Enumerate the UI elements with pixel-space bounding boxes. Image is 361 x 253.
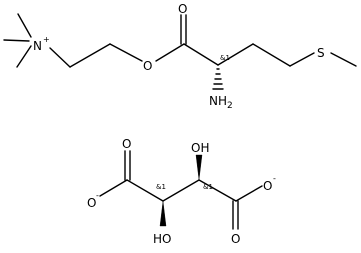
wedge-bond-top-oh: [195, 154, 203, 181]
right-carbonyl-oxygen-label: O: [231, 232, 240, 246]
top-hydroxyl-label: OH: [191, 141, 209, 155]
nitrogen-charge: +: [43, 35, 50, 44]
bond-n-methyl-left: [3, 39, 30, 42]
left-carboxylate-charge: -: [96, 191, 99, 200]
bond-right-c-ominus: [235, 185, 263, 202]
left-carbonyl-oxygen-label: O: [122, 137, 131, 151]
bond-alpha-beta: [217, 43, 254, 66]
bond-s-methyl: [330, 52, 357, 67]
tartrate-structure: O O - OH HO O - O &1 &1: [87, 137, 276, 246]
bond-n-methyl-bottom: [16, 45, 32, 68]
bond-n-methyl-top: [17, 13, 32, 38]
cation-structure: N + O O S NH2 &1: [3, 2, 357, 111]
bond-left-c-stereo: [126, 179, 164, 202]
bond-ch2-ch2: [69, 43, 111, 68]
bond-beta-gamma: [252, 43, 291, 67]
bond-n-ch2: [49, 47, 71, 68]
left-carboxylate-oxygen-label: O: [87, 196, 96, 210]
amino-label: NH2: [209, 94, 233, 111]
bond-ch2-o: [109, 43, 143, 62]
nitrogen-label: N: [33, 39, 42, 53]
stereo-label-cation: &1: [220, 54, 230, 62]
sulfur-label: S: [317, 46, 325, 60]
bottom-hydroxyl-label: HO: [153, 232, 171, 246]
hashed-wedge-bond: [212, 68, 224, 90]
ester-oxygen-label: O: [143, 59, 152, 73]
carbonyl-oxygen-label: O: [178, 2, 187, 16]
stereo-label-tartrate-right: &1: [203, 183, 213, 191]
bond-right-stereo-c: [198, 179, 237, 202]
bond-o-carbonyl: [155, 43, 185, 62]
right-carboxylate-charge: -: [273, 174, 276, 183]
bond-carbonyl-alpha: [183, 43, 219, 66]
bond-left-c-ominus: [99, 179, 128, 197]
bond-central: [162, 179, 200, 202]
bond-gamma-s: [289, 52, 315, 67]
right-carboxylate-oxygen-label: O: [263, 179, 272, 193]
wedge-bond-bottom-oh: [159, 200, 167, 227]
stereo-label-tartrate-left: &1: [156, 183, 166, 191]
